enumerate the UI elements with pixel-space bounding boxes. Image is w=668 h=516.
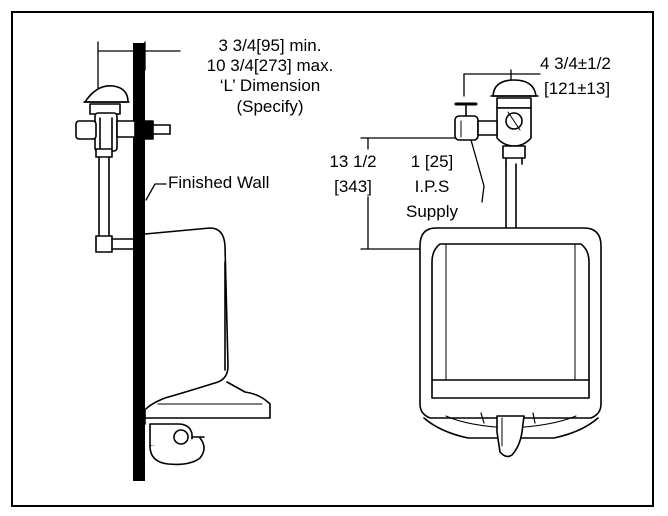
supply-stop-side: [144, 120, 171, 140]
supply-word-label: Supply: [406, 202, 458, 221]
finished-wall-label: Finished Wall: [168, 173, 270, 192]
supply-size-label: 1 [25]: [410, 152, 454, 171]
finished-wall-leader: [145, 183, 167, 201]
l-dimension-line: [97, 41, 181, 95]
supply-ips-label: I.P.S: [414, 177, 450, 196]
l-dimension-title-label: ‘L’ Dimension: [219, 76, 321, 95]
height-dimension-mm-label: [343]: [334, 177, 372, 196]
urinal-front: [419, 227, 602, 458]
control-stop-front: [454, 102, 498, 141]
flush-pipe-side: [95, 156, 134, 253]
side-view: [75, 41, 271, 481]
front-view: [360, 69, 602, 458]
offset-dimension-inch-label: 4 3/4±1/2: [540, 54, 611, 73]
flush-valve-front: [490, 79, 539, 165]
l-dimension-min-label: 3 3/4[95] min.: [218, 36, 322, 55]
finished-wall: [133, 43, 145, 481]
supply-leader: [470, 139, 485, 203]
drawing-frame: [11, 11, 654, 507]
flush-valve-side: [75, 85, 136, 158]
offset-dimension-mm-label: [121±13]: [544, 79, 611, 98]
height-dimension-inch-label: 13 1/2: [329, 152, 377, 171]
l-dimension-specify-label: (Specify): [236, 97, 304, 116]
urinal-side: [144, 227, 271, 466]
l-dimension-max-label: 10 3/4[273] max.: [206, 56, 334, 75]
